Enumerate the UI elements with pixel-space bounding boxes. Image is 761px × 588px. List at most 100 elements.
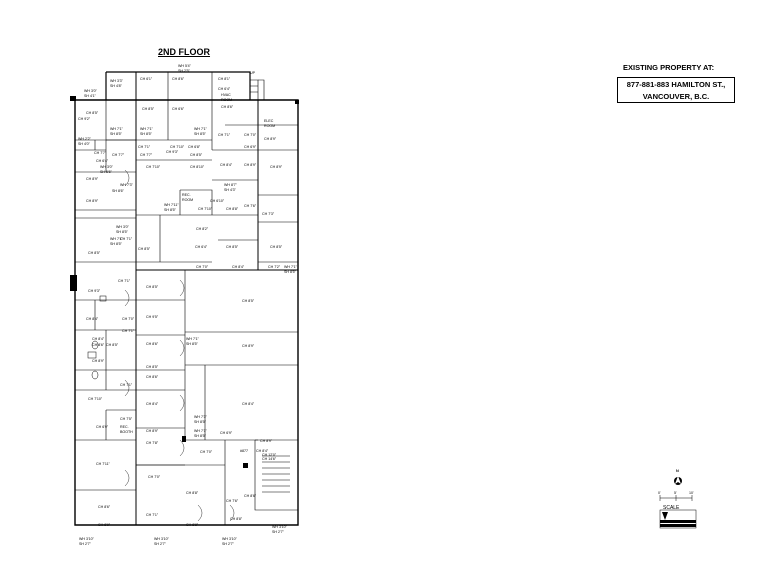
room-label: CH 7'6" bbox=[226, 499, 239, 503]
room-label: CH 8'5" bbox=[146, 285, 159, 289]
room-label: CH 7'0" bbox=[148, 475, 161, 479]
room-label: CH 6'9" bbox=[96, 425, 109, 429]
room-label: CH 8'8" bbox=[186, 523, 199, 527]
room-label: CH 7'1" bbox=[138, 145, 151, 149]
room-label: CH 8'9" bbox=[242, 344, 255, 348]
room-label: CH 7'10" bbox=[146, 165, 161, 169]
north-arrow-icon: N bbox=[674, 469, 682, 485]
room-label: CH 6'9" bbox=[244, 145, 257, 149]
room-label: CH 8'6" bbox=[146, 342, 159, 346]
room-label: WH 3'0" bbox=[116, 225, 130, 229]
room-label: SH 2'7" bbox=[79, 542, 92, 546]
room-label: CH 7'0" bbox=[122, 317, 135, 321]
room-label: CH 6'1" bbox=[140, 77, 153, 81]
room-label: WH 7'1" bbox=[186, 337, 200, 341]
room-label: CH 7'11" bbox=[96, 462, 111, 466]
room-label: SH 2'7" bbox=[222, 542, 235, 546]
room-label: CH 8'4" bbox=[256, 449, 269, 453]
room-label: WH 3'0" bbox=[84, 89, 98, 93]
room-label: CH 7'6" bbox=[244, 204, 257, 208]
floor-plan-solid-walls bbox=[70, 96, 299, 468]
room-label: CH 8'6" bbox=[244, 494, 257, 498]
address-line-2: VANCOUVER, B.C. bbox=[642, 92, 710, 101]
room-label: CH 8'6" bbox=[146, 375, 159, 379]
scale-tick-0: 0' bbox=[658, 491, 661, 495]
room-label: WH 3'10" bbox=[154, 537, 170, 541]
room-label: CH 7'0" bbox=[244, 133, 257, 137]
room-label: SH 4'8" bbox=[110, 84, 123, 88]
room-label: CH 8'6" bbox=[221, 105, 234, 109]
room-label: ROOM bbox=[182, 198, 193, 202]
company-logo bbox=[659, 509, 697, 529]
room-label: CH 8'4" bbox=[92, 337, 105, 341]
room-label: REC. bbox=[120, 425, 129, 429]
room-label: CH 8'5" bbox=[226, 245, 239, 249]
room-label: CH 9'2" bbox=[78, 117, 91, 121]
floor-plan-fixtures bbox=[87, 295, 107, 380]
room-label: CH 8'9" bbox=[244, 163, 257, 167]
room-label: CH 9'3" bbox=[88, 289, 101, 293]
room-label: SH 8'5" bbox=[194, 434, 207, 438]
room-label: CH 7'0" bbox=[196, 265, 209, 269]
room-label: CH 8'9" bbox=[264, 137, 277, 141]
room-label: CH 9'5" bbox=[146, 315, 159, 319]
room-label: ELEC bbox=[264, 119, 274, 123]
room-label: WH 7'1" bbox=[284, 265, 298, 269]
room-label: WH 7'1" bbox=[194, 127, 208, 131]
floor-plan-walls bbox=[74, 71, 299, 526]
room-label: CH 7'7" bbox=[140, 153, 153, 157]
room-label: WH 7'1" bbox=[110, 127, 124, 131]
room-label: CH 8'5" bbox=[146, 365, 159, 369]
room-label: REC. bbox=[182, 193, 191, 197]
room-label: SH 4'0" bbox=[78, 142, 91, 146]
room-label: CH 8'8" bbox=[230, 517, 243, 521]
room-label: CH 14'6" bbox=[262, 457, 277, 461]
room-label: CH 7'10" bbox=[88, 397, 103, 401]
room-label: CH 6'4" bbox=[195, 245, 208, 249]
room-label: ROOM bbox=[264, 124, 275, 128]
room-label: SH 4'1" bbox=[84, 94, 97, 98]
room-label: WH 7'1" bbox=[110, 237, 124, 241]
room-label: CH 7'2" bbox=[268, 265, 281, 269]
room-label: CH 8'4" bbox=[232, 265, 245, 269]
room-label: CH 8'5" bbox=[138, 247, 151, 251]
room-label: CH 6'9" bbox=[220, 431, 233, 435]
room-label: WH 3'10" bbox=[272, 525, 288, 529]
room-label: CH 7'0" bbox=[200, 450, 213, 454]
room-label: ROOM bbox=[221, 98, 232, 102]
room-label: CH 8'9" bbox=[98, 523, 111, 527]
room-label: CH 8'5" bbox=[142, 107, 155, 111]
room-label: CH 6'8" bbox=[188, 145, 201, 149]
room-label: CH 8'10" bbox=[190, 165, 205, 169]
room-label: CH 8'9" bbox=[92, 359, 105, 363]
room-label: SH 8'6" bbox=[112, 189, 125, 193]
room-label: CH 7'3" bbox=[262, 212, 275, 216]
floor-title: 2ND FLOOR bbox=[158, 47, 211, 57]
north-arrow-label: N bbox=[676, 469, 679, 473]
room-label: CH 7'1" bbox=[218, 133, 231, 137]
room-label: CH 8'6" bbox=[172, 77, 185, 81]
room-label: UP bbox=[250, 71, 256, 75]
room-label: CH 6'4" bbox=[96, 159, 109, 163]
room-label: WH 3'10" bbox=[79, 537, 95, 541]
room-label: CH 7'1" bbox=[146, 513, 159, 517]
room-label: CH 7'7" bbox=[94, 151, 107, 155]
room-label: SH 2'7" bbox=[154, 542, 167, 546]
room-label: SH 8'5" bbox=[284, 270, 297, 274]
room-label: SH 8'5" bbox=[186, 342, 199, 346]
room-label: CH 8'4" bbox=[220, 163, 233, 167]
room-label: CH 8'9" bbox=[86, 199, 99, 203]
room-label: SH 8'5" bbox=[116, 230, 129, 234]
room-label: WH 5'4" bbox=[178, 64, 192, 68]
scale-tick-1: 5' bbox=[674, 491, 677, 495]
room-label: CH 6'4" bbox=[218, 87, 231, 91]
room-label: WH 2'2" bbox=[78, 137, 92, 141]
room-label: CH 8'5" bbox=[88, 251, 101, 255]
room-label: CH 8'6" bbox=[92, 343, 105, 347]
address-line-1: 877-881-883 HAMILTON ST., bbox=[626, 80, 726, 89]
room-label: CH 8'9" bbox=[260, 439, 273, 443]
room-label: BOOTH bbox=[120, 430, 133, 434]
room-label: CH 6'6" bbox=[172, 107, 185, 111]
property-address-box: 877-881-883 HAMILTON ST., VANCOUVER, B.C… bbox=[617, 77, 735, 103]
